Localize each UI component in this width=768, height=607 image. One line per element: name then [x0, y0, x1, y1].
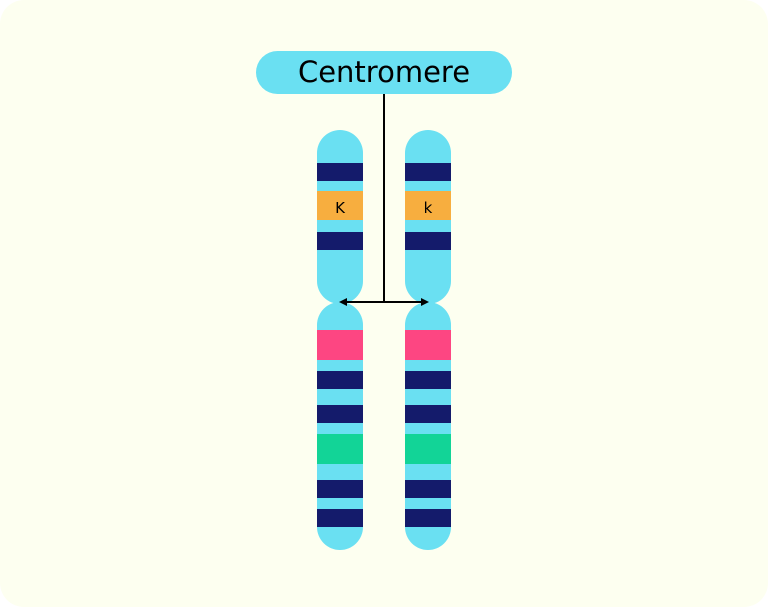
dark-band [317, 163, 363, 181]
centromere-label: Centromere [256, 51, 512, 94]
dark-band [405, 405, 451, 423]
green-band [317, 434, 363, 464]
allele-band [405, 191, 451, 220]
allele-label-left: K [335, 199, 346, 217]
dark-band [405, 371, 451, 389]
centromere-label-text: Centromere [298, 55, 470, 89]
pink-band [317, 330, 363, 360]
dark-band [317, 405, 363, 423]
allele-label-right: k [424, 199, 433, 217]
chromosome-right: k [405, 130, 451, 550]
pink-band [405, 330, 451, 360]
dark-band [405, 232, 451, 250]
dark-band [405, 163, 451, 181]
dark-band [405, 480, 451, 498]
green-band [405, 434, 451, 464]
dark-band [317, 480, 363, 498]
dark-band [317, 232, 363, 250]
dark-band [317, 509, 363, 527]
chromosome-left: K [317, 130, 363, 550]
dark-band [405, 509, 451, 527]
dark-band [317, 371, 363, 389]
allele-band [317, 191, 363, 220]
